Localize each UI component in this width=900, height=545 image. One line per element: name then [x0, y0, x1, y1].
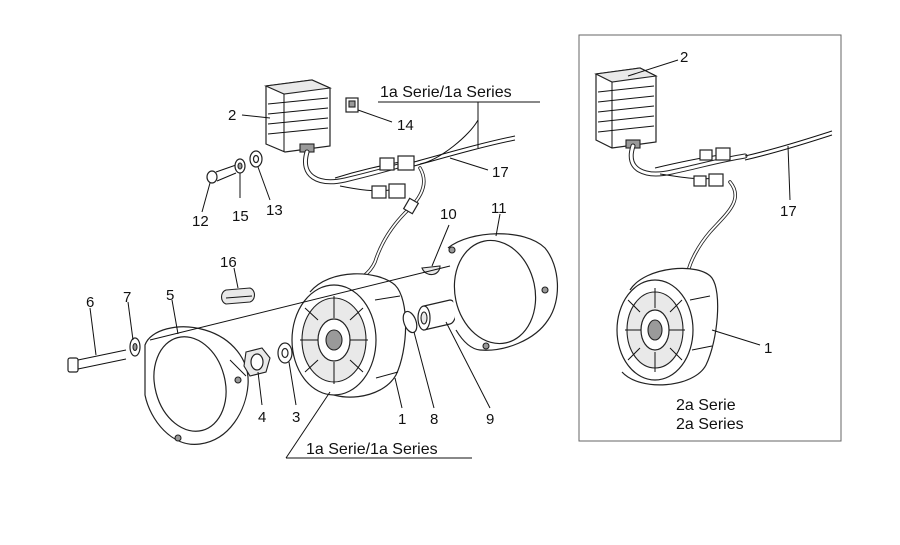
washer-13	[249, 150, 263, 168]
callout-4: 4	[258, 409, 266, 426]
series-2-inset-frame	[578, 34, 842, 442]
nut-4	[243, 347, 271, 377]
inset-callout-1: 1	[764, 340, 772, 357]
inset-stator	[616, 267, 719, 386]
series-1-bottom-caption: 1a Serie/1a Series	[306, 441, 438, 458]
series-1-top-caption: 1a Serie/1a Series	[380, 84, 512, 101]
callout-2: 2	[228, 107, 236, 124]
callout-10: 10	[440, 206, 457, 223]
inset-callout-17: 17	[780, 203, 797, 220]
voltage-regulator	[263, 79, 333, 153]
callout-3: 3	[292, 409, 300, 426]
series-2-caption-line2: 2a Series	[676, 416, 744, 433]
rotor-cover	[144, 326, 249, 445]
stator-rotor	[291, 273, 407, 398]
bolt-12	[206, 164, 237, 184]
callout-14: 14	[397, 117, 414, 134]
inset-wiring-harness	[628, 130, 833, 274]
callout-7: 7	[123, 289, 131, 306]
washer-3	[277, 342, 293, 364]
callout-9: 9	[486, 411, 494, 428]
generator-housing	[447, 233, 558, 351]
cable-clip	[345, 97, 359, 113]
callout-5: 5	[166, 287, 174, 304]
callout-8: 8	[430, 411, 438, 428]
callout-16: 16	[220, 254, 237, 271]
callout-13: 13	[266, 202, 283, 219]
series-2-caption-line1: 2a Serie	[676, 397, 736, 414]
callout-12: 12	[192, 213, 209, 230]
bolt-6	[67, 349, 127, 373]
assembly-axis-lower	[149, 265, 451, 341]
callout-6: 6	[86, 294, 94, 311]
callout-11: 11	[491, 200, 507, 217]
series-1-bottom-leader	[285, 391, 331, 459]
woodruff-key	[220, 287, 256, 305]
callout-15: 15	[232, 208, 249, 225]
main-leader-lines	[89, 109, 501, 409]
washer-7	[129, 337, 141, 357]
callout-1: 1	[398, 411, 406, 428]
inset-callout-2: 2	[680, 49, 688, 66]
inset-leader-17	[787, 145, 791, 201]
washer-15	[234, 158, 246, 174]
inset-voltage-regulator	[594, 67, 658, 149]
inset-leader-2	[627, 59, 679, 77]
spacer-bush	[417, 299, 457, 331]
inset-leader-1	[711, 329, 761, 346]
callout-17: 17	[492, 164, 509, 181]
